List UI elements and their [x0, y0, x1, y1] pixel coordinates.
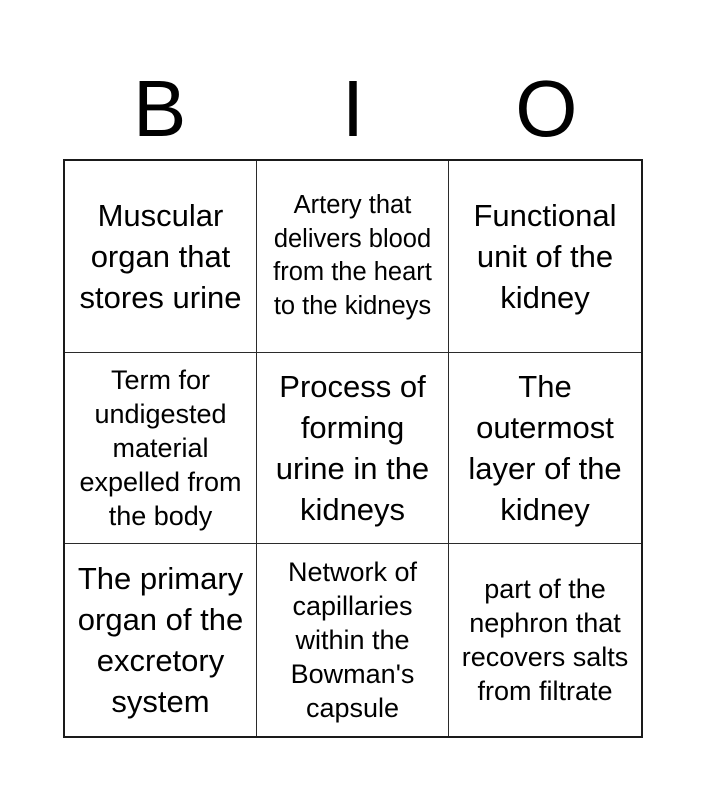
bingo-cell-6[interactable]: The outermost layer of the kidney — [449, 352, 641, 545]
bingo-cell-3[interactable]: Functional unit of the kidney — [449, 161, 641, 353]
bingo-cell-text: Functional unit of the kidney — [473, 197, 617, 315]
bingo-cell-text: Term for undigested material expelled fr… — [79, 364, 242, 531]
bingo-cell-4[interactable]: Term for undigested material expelled fr… — [65, 352, 257, 545]
bingo-cell-text: The primary organ of the excretory syste… — [77, 561, 244, 720]
bingo-cell-text: Network of capillaries within the Bowman… — [287, 557, 418, 724]
bingo-header-letter-o: O — [515, 63, 578, 153]
bingo-cell-5[interactable]: Process of forming urine in the kidneys — [257, 352, 449, 545]
bingo-cell-text: Process of forming urine in the kidneys — [275, 368, 430, 527]
bingo-header-letter-i: I — [341, 63, 365, 153]
bingo-cell-7[interactable]: The primary organ of the excretory syste… — [65, 544, 257, 736]
bingo-cell-8[interactable]: Network of capillaries within the Bowman… — [257, 544, 449, 736]
bingo-header-letter-b: B — [132, 63, 187, 153]
bingo-cell-text: Artery that delivers blood from the hear… — [273, 191, 432, 320]
bingo-cell-text: part of the nephron that recovers salts … — [461, 574, 629, 707]
bingo-cell-text: Muscular organ that stores urine — [79, 197, 242, 315]
bingo-cell-text: The outermost layer of the kidney — [468, 368, 622, 527]
bingo-header-row: B I O — [63, 58, 643, 159]
bingo-cell-2[interactable]: Artery that delivers blood from the hear… — [257, 161, 449, 353]
bingo-cell-9[interactable]: part of the nephron that recovers salts … — [449, 544, 641, 736]
bingo-grid: Muscular organ that stores urine Artery … — [63, 159, 643, 738]
bingo-cell-1[interactable]: Muscular organ that stores urine — [65, 161, 257, 353]
